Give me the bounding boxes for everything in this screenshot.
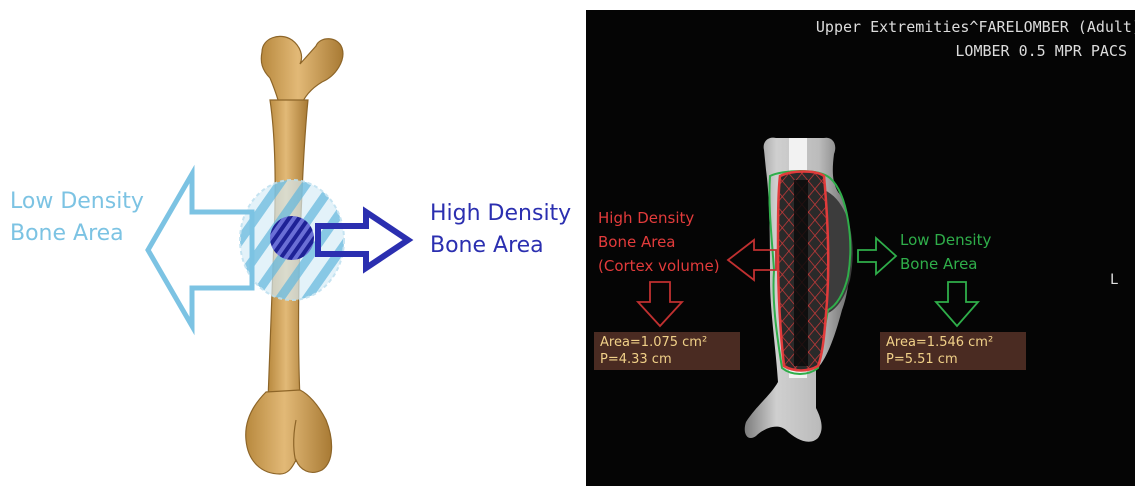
measurement-perimeter: P=4.33 cm — [600, 351, 734, 368]
high-density-region-ct — [778, 172, 828, 371]
low-density-label-ct: Low Density Bone Area — [900, 228, 991, 276]
ct-header-series: LOMBER 0.5 MPR PACS — [955, 42, 1127, 60]
low-density-label-line2: Bone Area — [10, 218, 144, 250]
low-density-label-line1: Low Density — [10, 186, 144, 218]
low-density-label-left: Low Density Bone Area — [10, 186, 144, 250]
high-density-ct-line2: Bone Area — [598, 230, 720, 254]
low-density-arrow-ct — [858, 238, 896, 274]
high-density-label-ct: High Density Bone Area (Cortex volume) — [598, 206, 720, 278]
down-arrow-red — [638, 282, 682, 326]
down-arrow-green — [936, 282, 978, 326]
measurement-area: Area=1.546 cm² — [886, 334, 1020, 351]
high-density-region — [270, 216, 314, 260]
left-diagram-panel: Low Density Bone Area High Density Bone … — [0, 0, 585, 486]
high-density-arrow-ct — [728, 240, 776, 280]
low-density-ct-line2: Bone Area — [900, 252, 991, 276]
high-density-label-left: High Density Bone Area — [430, 198, 571, 262]
side-marker: L — [1110, 272, 1118, 288]
high-density-ct-line3: (Cortex volume) — [598, 254, 720, 278]
measurement-box-low-density: Area=1.546 cm² P=5.51 cm — [880, 332, 1026, 370]
measurement-perimeter: P=5.51 cm — [886, 351, 1020, 368]
high-density-label-line1: High Density — [430, 198, 571, 230]
ct-header-study: Upper Extremities^FARELOMBER (Adult) — [816, 18, 1135, 36]
measurement-area: Area=1.075 cm² — [600, 334, 734, 351]
high-density-ct-line1: High Density — [598, 206, 720, 230]
measurement-box-high-density: Area=1.075 cm² P=4.33 cm — [594, 332, 740, 370]
low-density-arrow — [148, 174, 252, 326]
low-density-ct-line1: Low Density — [900, 228, 991, 252]
ct-scan-panel: Upper Extremities^FARELOMBER (Adult) LOM… — [586, 10, 1135, 486]
high-density-label-line2: Bone Area — [430, 230, 571, 262]
